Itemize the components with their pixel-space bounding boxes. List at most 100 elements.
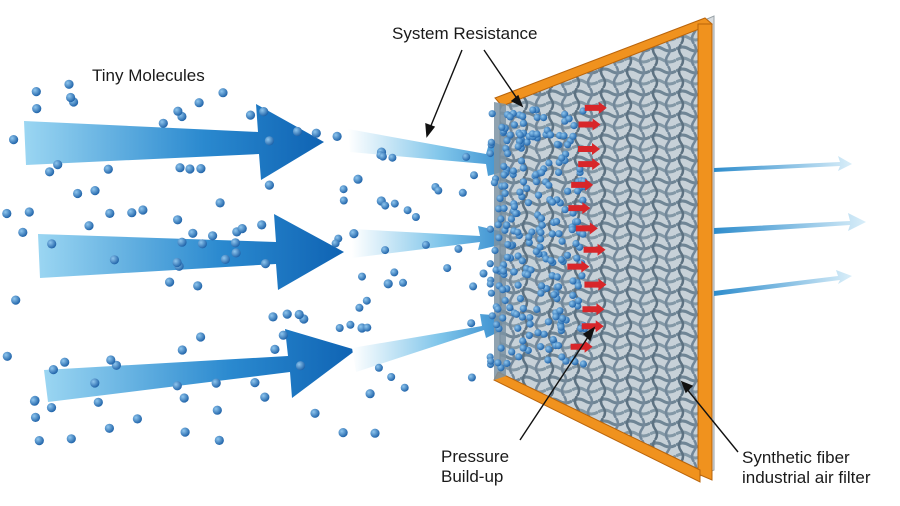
- molecule-dot: [214, 435, 224, 445]
- molecule-dot: [533, 130, 541, 138]
- molecule-dot: [563, 251, 572, 259]
- molecule-dot: [544, 356, 552, 364]
- molecule-dot: [60, 357, 70, 367]
- molecule-dot: [196, 164, 206, 174]
- molecule-dot: [532, 248, 540, 256]
- outgoing-arrows: [714, 156, 866, 296]
- molecule-dot: [411, 213, 420, 221]
- callout-line-system-left: [429, 49, 463, 129]
- molecule-dot: [294, 309, 304, 320]
- molecule-dot: [501, 189, 509, 197]
- molecule-dot: [66, 434, 76, 444]
- label-synthetic-filter: Synthetic fiber industrial air filter: [742, 448, 871, 488]
- molecule-dot: [487, 289, 495, 297]
- molecule-dot: [546, 131, 555, 139]
- molecule-dot: [197, 239, 207, 249]
- label-tiny-molecules: Tiny Molecules: [92, 66, 205, 85]
- molecule-dot: [503, 359, 511, 367]
- molecule-dot: [231, 248, 241, 258]
- molecule-dot: [454, 244, 463, 253]
- molecule-dot: [568, 226, 576, 234]
- molecule-dot: [127, 208, 137, 218]
- molecule-dot: [561, 110, 569, 118]
- molecule-dot: [519, 304, 527, 313]
- molecule-dot: [486, 225, 494, 233]
- pressure-arrow: [582, 303, 605, 316]
- molecule-dot: [569, 291, 577, 299]
- molecule-dot: [388, 153, 397, 162]
- molecule-dot: [165, 277, 175, 287]
- callout-arrowhead-system-left: [425, 122, 436, 138]
- molecule-dot: [355, 303, 364, 312]
- molecule-dot: [497, 344, 505, 352]
- molecule-dot: [514, 281, 522, 289]
- molecule-dot: [561, 206, 569, 214]
- molecule-dot: [173, 106, 183, 116]
- molecule-dot: [544, 318, 553, 326]
- molecule-dot: [526, 320, 534, 328]
- molecule-dot: [506, 113, 514, 121]
- molecule-dot: [506, 131, 514, 139]
- molecule-dot: [185, 164, 195, 174]
- molecule-dot: [538, 282, 546, 290]
- molecule-dot: [532, 178, 541, 186]
- molecule-dot: [48, 365, 59, 375]
- molecule-dot: [270, 344, 280, 354]
- molecule-dot: [278, 330, 288, 340]
- molecule-dot: [550, 291, 558, 299]
- molecule-dot: [486, 280, 494, 288]
- molecule-dot: [509, 167, 517, 175]
- molecule-dot: [358, 272, 366, 281]
- molecule-dot: [558, 314, 567, 322]
- airflow-arrows: [24, 104, 356, 402]
- molecule-dot: [555, 283, 563, 291]
- molecule-dot: [29, 396, 40, 406]
- molecule-dot: [194, 98, 204, 108]
- molecule-dot: [574, 187, 582, 195]
- molecule-dot: [230, 238, 240, 248]
- molecule-dot: [552, 313, 560, 321]
- molecule-dot: [525, 239, 533, 247]
- molecule-dot: [533, 305, 541, 313]
- molecule-dot: [525, 331, 533, 340]
- molecule-dot: [523, 184, 531, 192]
- molecule-dot: [295, 361, 306, 371]
- molecule-dot: [564, 187, 572, 195]
- molecule-dot: [9, 135, 19, 145]
- fading-arrow-middle: [352, 226, 530, 258]
- callout-line-system-right: [483, 49, 519, 101]
- molecule-dot: [503, 221, 511, 229]
- callout-arrowhead-system-right: [510, 94, 524, 108]
- molecule-dot: [545, 159, 553, 167]
- molecule-dot: [374, 363, 383, 372]
- molecule-dot: [462, 152, 471, 161]
- molecule-dot: [175, 163, 185, 173]
- molecule-dot: [549, 336, 557, 344]
- molecule-dot: [486, 149, 494, 158]
- molecule-dot: [390, 199, 399, 208]
- molecule-dot: [504, 150, 512, 158]
- molecule-dot: [508, 348, 516, 356]
- molecule-dot: [46, 403, 57, 413]
- molecule-dot: [558, 154, 566, 162]
- molecule-dot: [488, 312, 496, 320]
- molecule-dot: [172, 257, 182, 268]
- pressure-arrow: [568, 202, 591, 215]
- fading-arrow-bottom: [352, 314, 528, 372]
- molecule-dot: [534, 329, 542, 337]
- molecule-dot: [570, 122, 578, 130]
- molecule-dot: [349, 229, 359, 239]
- molecule-dot: [470, 171, 478, 180]
- molecule-dot: [370, 428, 380, 438]
- molecule-dot: [105, 208, 115, 218]
- label-pressure-line2: Build-up: [441, 467, 504, 486]
- molecule-dot: [260, 392, 270, 402]
- label-pressure-line1: Pressure: [441, 447, 510, 466]
- molecule-dot: [106, 355, 116, 365]
- molecule-dot: [491, 246, 499, 255]
- pressure-arrow: [584, 101, 607, 114]
- molecule-dot: [568, 300, 577, 308]
- molecule-dot: [103, 164, 113, 174]
- molecule-dot: [64, 79, 74, 89]
- molecule-dot: [2, 351, 12, 361]
